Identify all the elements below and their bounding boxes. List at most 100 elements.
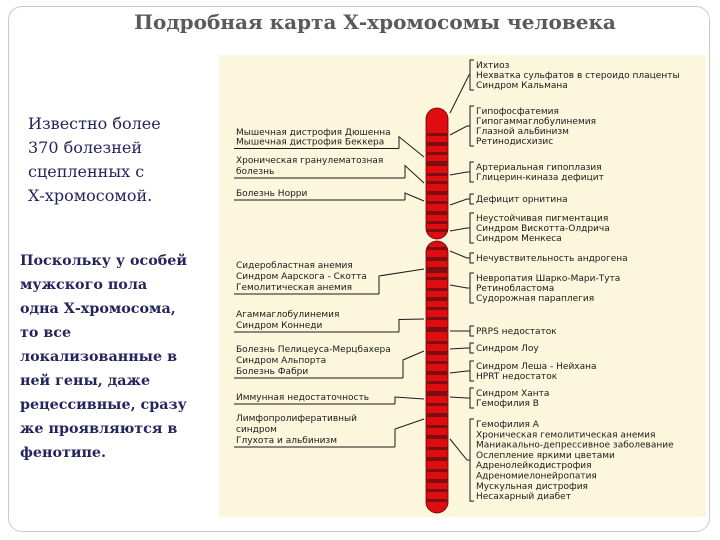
chromosome-band (427, 152, 447, 155)
chromosome-band (427, 257, 447, 261)
left-label-group-text: Хроническая гранулематозная (236, 156, 383, 166)
chromosome-band (427, 142, 447, 146)
right-label-group-text: Синдром Менкеса (476, 234, 562, 244)
right-label-group-text: Гипогаммаглобулинемия (476, 117, 596, 127)
right-label-group-text: Мускульная дистрофия (476, 482, 588, 492)
right-label-group-text: Гипофосфатемия (476, 107, 559, 117)
chromosome-band (427, 229, 447, 232)
right-label-group-connector (449, 74, 470, 114)
left-label-group-text: Болезнь Пелицеуса-Мерцбахера (236, 345, 391, 355)
slide-frame (8, 6, 710, 532)
right-label-group-text: Дефицит орнитина (476, 195, 568, 205)
right-label-group-text: Неустойчивая пигментация (476, 214, 608, 224)
right-label-group-bracket (469, 272, 474, 304)
right-label-group-text: PRPS недостаток (476, 327, 557, 337)
right-label-group-connector (449, 250, 470, 259)
chromosome-band (427, 403, 447, 406)
intro-line: Известно более (28, 114, 161, 133)
left-label-group-connector (394, 418, 425, 447)
chromosome-q-arm (425, 240, 449, 514)
chromosome-band (427, 391, 447, 396)
chromosome-band (427, 351, 447, 355)
right-label-group-text: Гемофилия А (476, 420, 540, 430)
right-label-group-text: Несахарный диабет (476, 492, 571, 502)
left-label-group-connector (404, 192, 425, 202)
chromosome-band (427, 277, 447, 280)
right-label-group-text: Ретинобластома (476, 284, 554, 294)
right-label-group-text: Гемофилия В (476, 399, 539, 409)
intro-text: Известно более 370 болезней сцепленных с… (28, 112, 213, 208)
right-label-group-connector (449, 227, 470, 232)
left-label-group-text: Агаммаглобулинемия (236, 310, 339, 320)
right-label-group-text: Синдром Лоу (476, 344, 539, 354)
right-label-group-bracket (469, 105, 474, 147)
intro-line: 370 болезней (28, 138, 143, 157)
left-label-group-text: Синдром Аарскога - Скотта (236, 272, 367, 282)
chromosome-band (427, 425, 447, 428)
chromosome-band (427, 457, 447, 461)
body-line: одна Х-хромосома, (20, 301, 176, 317)
right-label-group-text: Артериальная гипоплазия (476, 163, 602, 173)
chromosome-band (427, 371, 447, 375)
right-label-group-connector (449, 198, 470, 206)
body-line: же проявляются в (20, 421, 178, 437)
chromosome-band (427, 489, 447, 492)
right-label-group-text: Адреномиелонейропатия (476, 472, 597, 482)
right-label-group-connector (449, 171, 470, 176)
left-label-group-text: Иммунная недостаточность (236, 393, 369, 403)
chromosome-band (427, 381, 447, 384)
right-label-group-bracket (469, 342, 474, 354)
chromosome-band (427, 297, 447, 301)
right-label-group-text: Хроническая гемолитическая анемия (476, 430, 655, 440)
right-label-group-text: Маниакально-депрессивное заболевание (476, 441, 674, 451)
right-label-group-bracket (469, 418, 474, 502)
chromosome-band (427, 211, 447, 215)
body-line: Поскольку у особей (20, 253, 187, 269)
left-label-group-text: Синдром Коннеди (236, 321, 323, 331)
left-label-group-connector (398, 135, 425, 158)
left-label-group-connector (398, 318, 425, 332)
right-label-group-text: Синдром Ханта (476, 389, 549, 399)
chromosome-band (427, 435, 447, 439)
right-label-group-connector (449, 438, 470, 461)
left-label-group-text: Мышечная дистрофия Беккера (236, 138, 384, 148)
right-label-group-bracket (469, 59, 474, 91)
body-line: рецессивные, сразу (20, 397, 187, 413)
chromosome-band (427, 221, 447, 224)
right-label-group-connector (449, 396, 470, 399)
right-label-group-text: Невропатия Шарко-Мари-Тута (476, 274, 620, 284)
right-label-group-bracket (469, 193, 474, 205)
chromosome-band (427, 479, 447, 483)
chromosome-band (427, 181, 447, 184)
right-label-group-text: Синдром Леша - Нейхана (476, 362, 597, 372)
left-label-group-text: Болезнь Фабри (236, 367, 308, 377)
right-label-group-text: Адренолейкодистрофия (476, 461, 592, 471)
body-text: Поскольку у особей мужского пола одна Х-… (20, 249, 215, 465)
chromosome-band (427, 201, 447, 204)
right-label-group-bracket (469, 360, 474, 382)
right-label-group-text: Глазной альбинизм (476, 127, 569, 137)
left-label-group-connector (404, 164, 425, 184)
left-label-group-connector (378, 268, 425, 294)
right-label-group-text: Глицерин-киназа дефицит (476, 173, 604, 183)
right-label-group-text: Синдром Вискотта-Олдрича (476, 224, 610, 234)
right-label-group-connector (449, 370, 470, 374)
chromosome-band (427, 317, 447, 320)
page-title: Подробная карта Х-хромосомы человека (134, 10, 616, 34)
chromosome-band (427, 341, 447, 344)
right-label-group-text: HPRT недостаток (476, 372, 558, 382)
right-label-group-text: Нечувствительность андрогена (476, 254, 628, 264)
left-label-group-text: Синдром Альпорта (236, 356, 326, 366)
left-label-group-text: Сидеробластная анемия (236, 261, 353, 271)
right-label-group-bracket (469, 387, 474, 409)
right-label-group-text: Ретинодисхизис (476, 137, 553, 147)
chromosome-band (427, 247, 447, 250)
chromosome-band (427, 173, 447, 176)
left-label-group-text: синдром (236, 425, 277, 435)
chromosome-band (427, 413, 447, 417)
chromosome-band (427, 133, 447, 136)
chromosome-band (427, 307, 447, 310)
left-label-group-text: Болезнь Норри (236, 189, 308, 199)
